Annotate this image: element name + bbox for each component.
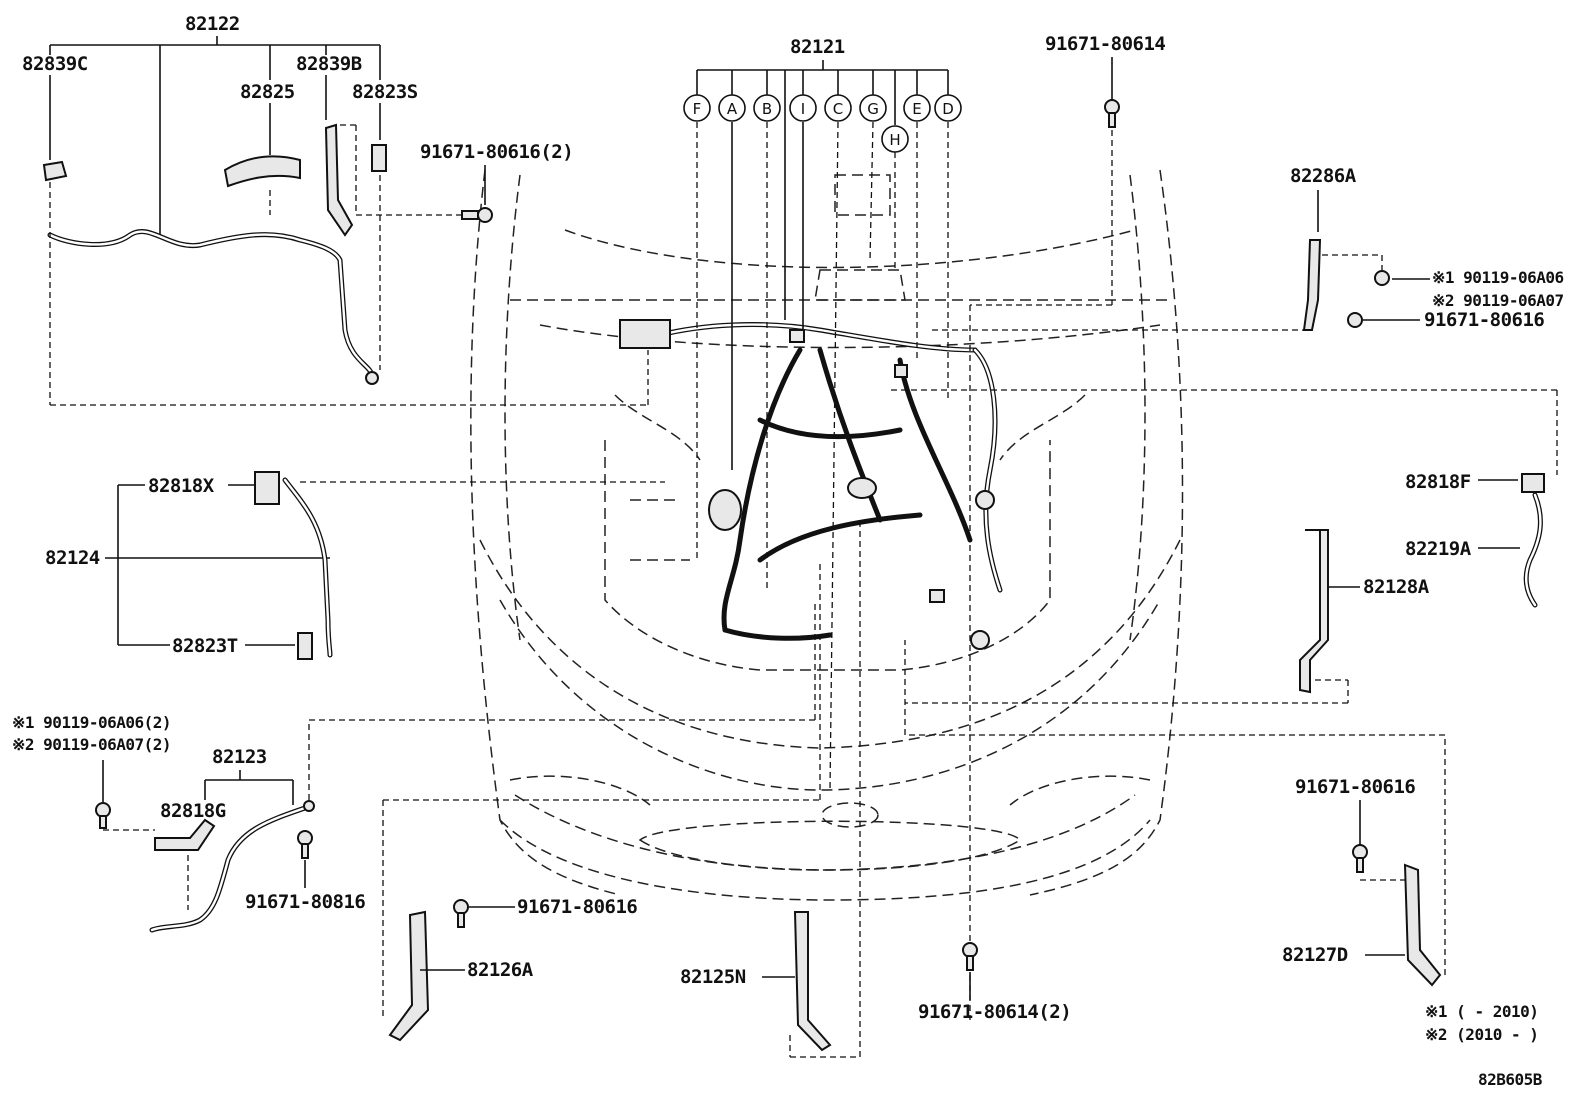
circle-marker-B: B: [753, 94, 781, 122]
circle-marker-D: D: [934, 94, 962, 122]
label-82126A: 82126A: [467, 959, 534, 981]
footnote-1: ※1 ( - 2010): [1425, 1002, 1538, 1021]
circle-marker-I: I: [789, 94, 817, 122]
label-82825: 82825: [240, 81, 295, 103]
label-82818G: 82818G: [160, 800, 226, 822]
label-91671-80614-top: 91671-80614: [1045, 33, 1165, 55]
label-82123: 82123: [212, 746, 267, 768]
label-note1-06A06: ※1 90119-06A06: [1432, 268, 1564, 287]
circle-marker-A: A: [718, 94, 746, 122]
svg-text:I: I: [801, 100, 805, 118]
footnotes: ※1 ( - 2010) ※2 (2010 - ) 82B605B: [1425, 1002, 1543, 1089]
svg-text:E: E: [912, 100, 921, 118]
label-82121: 82121: [790, 36, 845, 58]
svg-text:G: G: [867, 100, 879, 118]
label-82818F: 82818F: [1405, 471, 1471, 493]
clamp-82823S: [371, 144, 387, 172]
group-82123: ※1 90119-06A06(2) ※2 90119-06A07(2) 8212…: [12, 600, 816, 933]
svg-text:H: H: [889, 131, 900, 149]
label-82818X: 82818X: [148, 475, 215, 497]
label-91671-80616-2-top: 91671-80616(2): [420, 141, 573, 163]
circle-marker-F: F: [683, 94, 711, 122]
circle-marker-H: H: [881, 125, 909, 153]
bracket-82825: [223, 155, 301, 188]
group-82219A: 82818F 82219A: [890, 389, 1558, 608]
bracket-82839B: [324, 123, 354, 237]
group-82126A: 91671-80616 82126A: [382, 560, 821, 1042]
circle-marker-G: G: [859, 94, 887, 122]
group-82128A: 82128A: [905, 529, 1430, 704]
label-82124: 82124: [45, 547, 100, 569]
bolt-91671-80614-2: 91671-80614(2): [918, 942, 1072, 1023]
circle-marker-C: C: [824, 94, 852, 122]
label-82128A: 82128A: [1363, 576, 1430, 598]
group-82125N: 82125N: [680, 520, 861, 1058]
svg-text:B: B: [762, 100, 772, 118]
label-82839C: 82839C: [22, 53, 88, 75]
bolt-91671-80616-top: 91671-80616(2): [420, 141, 574, 223]
label-91671-80816: 91671-80816: [245, 891, 365, 913]
label-note1-06A06-2: ※1 90119-06A06(2): [12, 713, 171, 732]
label-82839B: 82839B: [296, 53, 362, 75]
label-82823T: 82823T: [172, 635, 238, 657]
engine-harness-82121: [619, 319, 1003, 650]
label-82122: 82122: [185, 13, 240, 35]
group-82122: 82122 82839C 82839B 82825 82823S: [22, 13, 649, 406]
group-82127D: 91671-80616 82127D: [904, 640, 1446, 987]
label-91671-80616-right: 91671-80616: [1424, 309, 1544, 331]
group-82124: 82818X 82124 82823T: [45, 471, 665, 660]
label-82219A: 82219A: [1405, 538, 1472, 560]
connector-82839C: [42, 160, 68, 182]
label-82286A: 82286A: [1290, 165, 1357, 187]
label-91671-80616-br: 91671-80616: [1295, 776, 1415, 798]
footnote-2: ※2 (2010 - ): [1425, 1025, 1538, 1044]
svg-text:C: C: [833, 100, 843, 118]
circle-marker-E: E: [903, 94, 931, 122]
svg-text:A: A: [727, 100, 738, 118]
label-82127D: 82127D: [1282, 944, 1348, 966]
svg-text:D: D: [942, 100, 954, 118]
vehicle-outline: [470, 169, 1184, 901]
svg-text:F: F: [693, 100, 702, 118]
label-91671-80614-2: 91671-80614(2): [918, 1001, 1071, 1023]
label-note2-06A07-2: ※2 90119-06A07(2): [12, 735, 171, 754]
group-82286A: 82286A ※1 90119-06A06 ※2 90119-06A07 916…: [930, 165, 1564, 331]
label-note2-06A07: ※2 90119-06A07: [1432, 291, 1564, 310]
figure-code: 82B605B: [1478, 1070, 1543, 1089]
bolt-91671-80614-top: 91671-80614: [969, 33, 1166, 1020]
label-82125N: 82125N: [680, 966, 746, 988]
callout-82121: 82121: [696, 36, 949, 791]
label-82823S: 82823S: [352, 81, 418, 103]
label-91671-80616-mid: 91671-80616: [517, 896, 637, 918]
